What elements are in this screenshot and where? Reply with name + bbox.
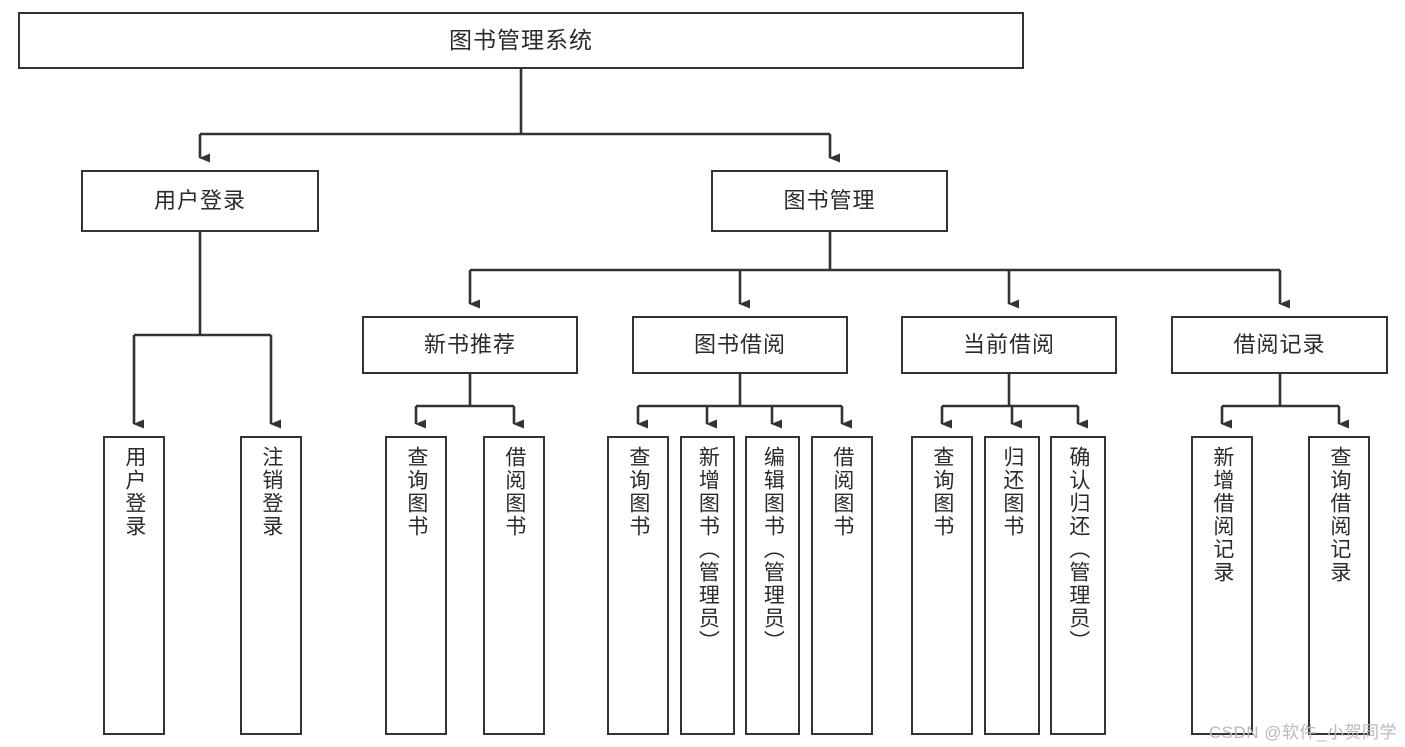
leaf-label: 查询图书 xyxy=(404,446,428,538)
leaf-label: 查询图书 xyxy=(930,446,954,538)
leaf-return-books[interactable]: 归还图书 xyxy=(984,436,1040,735)
leaf-label: 确认归还（管理员） xyxy=(1066,446,1090,653)
leaf-label: 新增借阅记录 xyxy=(1210,446,1234,584)
leaf-add-book-admin[interactable]: 新增图书（管理员） xyxy=(680,436,735,735)
leaf-label: 查询图书 xyxy=(626,446,650,538)
leaf-borrow-books-rec[interactable]: 借阅图书 xyxy=(483,436,545,735)
leaf-label: 注销登录 xyxy=(259,446,283,538)
leaf-query-books-rec[interactable]: 查询图书 xyxy=(385,436,447,735)
node-current-borrowing[interactable]: 当前借阅 xyxy=(901,316,1117,374)
leaf-add-borrow-record[interactable]: 新增借阅记录 xyxy=(1191,436,1253,735)
node-root[interactable]: 图书管理系统 xyxy=(18,12,1024,69)
node-new-book-recommendation[interactable]: 新书推荐 xyxy=(362,316,578,374)
leaf-borrow-books[interactable]: 借阅图书 xyxy=(811,436,873,735)
leaf-label: 借阅图书 xyxy=(502,446,526,538)
leaf-query-books-borrow[interactable]: 查询图书 xyxy=(607,436,669,735)
leaf-label: 借阅图书 xyxy=(830,446,854,538)
leaf-confirm-return-admin[interactable]: 确认归还（管理员） xyxy=(1050,436,1106,735)
leaf-label: 编辑图书（管理员） xyxy=(761,446,785,653)
watermark: CSDN @软件_小贺同学 xyxy=(1208,723,1397,742)
node-borrowing-record[interactable]: 借阅记录 xyxy=(1171,316,1388,374)
node-book-management[interactable]: 图书管理 xyxy=(711,170,948,232)
leaf-query-books-current[interactable]: 查询图书 xyxy=(911,436,973,735)
leaf-user-login[interactable]: 用户登录 xyxy=(103,436,165,735)
node-book-borrowing[interactable]: 图书借阅 xyxy=(632,316,848,374)
leaf-query-borrow-record[interactable]: 查询借阅记录 xyxy=(1308,436,1370,735)
leaf-label: 新增图书（管理员） xyxy=(696,446,720,653)
leaf-edit-book-admin[interactable]: 编辑图书（管理员） xyxy=(745,436,800,735)
leaf-label: 归还图书 xyxy=(1000,446,1024,538)
leaf-label: 查询借阅记录 xyxy=(1327,446,1351,584)
leaf-label: 用户登录 xyxy=(122,446,146,538)
node-user-login[interactable]: 用户登录 xyxy=(81,170,319,232)
leaf-logout[interactable]: 注销登录 xyxy=(240,436,302,735)
